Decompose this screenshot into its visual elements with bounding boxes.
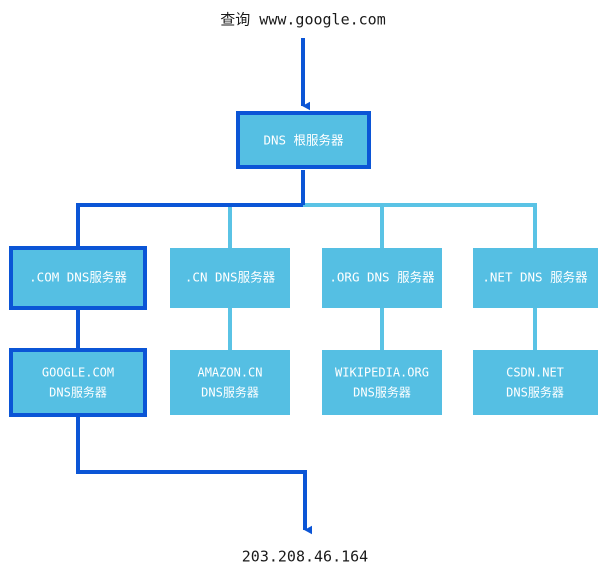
node-auth-csdn-label-line2: DNS服务器 bbox=[506, 385, 564, 400]
node-tld-com-label: .COM DNS服务器 bbox=[29, 270, 127, 285]
node-auth-wikipedia-label-line1: WIKIPEDIA.ORG bbox=[335, 366, 429, 380]
node-auth-amazon: AMAZON.CN DNS服务器 bbox=[170, 350, 290, 415]
link-root-to-net bbox=[303, 203, 537, 248]
node-tld-net: .NET DNS 服务器 bbox=[473, 248, 598, 308]
node-auth-csdn-label-line1: CSDN.NET bbox=[506, 366, 564, 380]
node-auth-amazon-label-line2: DNS服务器 bbox=[201, 385, 259, 400]
node-dns-root: DNS 根服务器 bbox=[236, 111, 371, 169]
node-auth-google-label-line2: DNS服务器 bbox=[49, 385, 107, 400]
node-tld-com: .COM DNS服务器 bbox=[9, 246, 147, 310]
link-root-to-com bbox=[76, 203, 303, 248]
node-tld-org: .ORG DNS 服务器 bbox=[322, 248, 442, 308]
answer-return-path bbox=[76, 415, 312, 535]
node-tld-net-label: .NET DNS 服务器 bbox=[482, 270, 588, 285]
node-dns-root-label: DNS 根服务器 bbox=[263, 133, 344, 148]
query-label: 查询 www.google.com bbox=[220, 11, 385, 29]
link-root-to-org bbox=[303, 203, 384, 248]
result-ip-label: 203.208.46.164 bbox=[242, 548, 368, 566]
node-tld-org-label: .ORG DNS 服务器 bbox=[329, 270, 435, 285]
node-auth-wikipedia: WIKIPEDIA.ORG DNS服务器 bbox=[322, 350, 442, 415]
node-auth-csdn: CSDN.NET DNS服务器 bbox=[473, 350, 598, 415]
node-auth-google-label-line1: GOOGLE.COM bbox=[42, 366, 114, 380]
node-auth-wikipedia-label-line2: DNS服务器 bbox=[353, 385, 411, 400]
node-auth-amazon-label-line1: AMAZON.CN bbox=[197, 366, 262, 380]
node-tld-cn-label: .CN DNS服务器 bbox=[185, 270, 276, 285]
node-auth-google: GOOGLE.COM DNS服务器 bbox=[9, 348, 147, 417]
node-tld-cn: .CN DNS服务器 bbox=[170, 248, 290, 308]
